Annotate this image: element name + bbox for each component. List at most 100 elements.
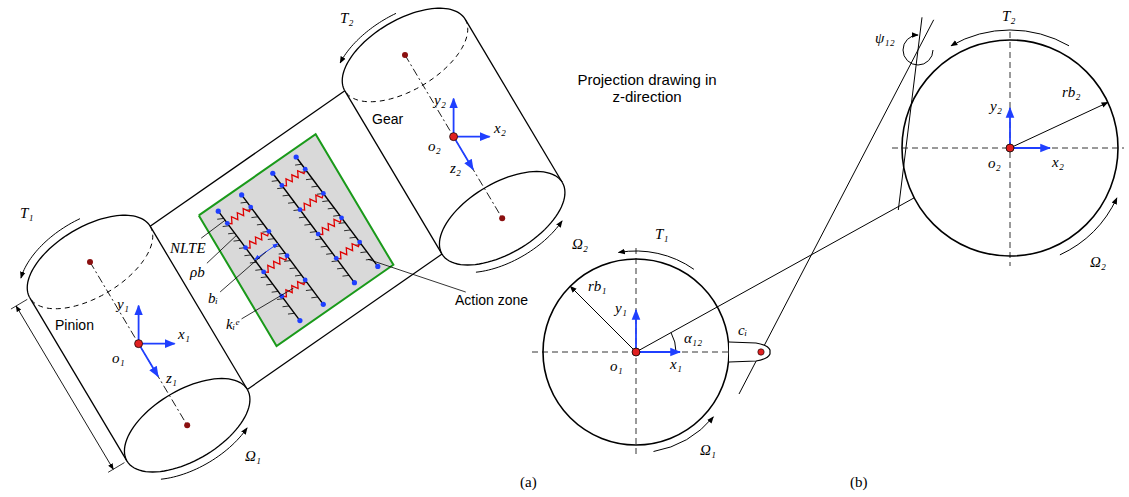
- hatch-mark: [217, 218, 224, 220]
- torque-symbol: T₂: [1002, 8, 1016, 25]
- leader-line: [207, 235, 237, 263]
- callout-label: NLTE: [170, 240, 206, 257]
- line-end-dot: [216, 209, 221, 214]
- radius-arrow: [1010, 102, 1108, 148]
- angle-symbol: α₁₂: [684, 330, 702, 347]
- radius-symbol: rb₁: [588, 278, 607, 295]
- callout-label: bᵢ: [208, 290, 218, 307]
- hatch-mark: [311, 186, 318, 188]
- axis-arrow: [636, 351, 680, 353]
- leader-line: [201, 220, 225, 238]
- hatch-mark: [279, 253, 286, 255]
- spring-end-dot: [357, 240, 362, 245]
- hatch-mark: [288, 313, 295, 315]
- hatch-mark: [228, 233, 235, 235]
- panel-label: (a): [520, 474, 537, 491]
- mesh-illustration: [11, 8, 565, 479]
- speed-symbol: Ω₁: [245, 448, 261, 465]
- axis-name: x₂: [1052, 154, 1064, 171]
- hatch-mark: [295, 164, 302, 166]
- hatch-mark: [272, 291, 279, 293]
- gear-back-edge: [342, 8, 465, 91]
- axis-name: z₂: [450, 160, 461, 177]
- spring-end-dot: [243, 245, 248, 250]
- callout-label: kᵢᵉ: [226, 316, 239, 333]
- part-name: Gear: [372, 112, 403, 127]
- pinion-axis: [90, 262, 187, 425]
- axis-arrow: [454, 136, 490, 138]
- spring-end-dot: [298, 207, 303, 212]
- axis-arrow: [139, 344, 158, 377]
- gear-axis-dot: [402, 52, 408, 58]
- gear-side: [345, 91, 442, 254]
- contact-point: [758, 349, 764, 355]
- axis-arrow: [138, 306, 140, 344]
- action-zone: [199, 134, 394, 346]
- base-circle: [543, 259, 729, 445]
- axis-arrow: [1009, 108, 1011, 148]
- contact-line: [273, 173, 355, 282]
- hatch-mark: [321, 246, 328, 248]
- leader-line: [220, 252, 266, 292]
- speed-symbol: Ω₁: [700, 442, 716, 459]
- leader-lines: [201, 220, 466, 319]
- spring-element: [264, 256, 287, 273]
- speed-arrow: [1060, 198, 1117, 255]
- spring-end-dot: [321, 191, 326, 196]
- radius-arrow: [570, 286, 636, 352]
- origin-dot: [1006, 144, 1014, 152]
- hatch-mark: [315, 238, 322, 240]
- center-direction-line: [636, 198, 914, 352]
- hatch-mark: [344, 229, 351, 231]
- hatch-mark: [337, 268, 344, 270]
- spring-end-dot: [334, 256, 339, 261]
- line-end-dot: [239, 192, 244, 197]
- radius-symbol: rb₂: [1062, 84, 1081, 101]
- gear-side: [465, 19, 562, 182]
- origin-name: o₂: [428, 138, 441, 155]
- contact-line: [296, 157, 378, 266]
- line-end-dot: [375, 264, 380, 269]
- hatch-mark: [251, 216, 258, 218]
- hatch-mark: [283, 195, 290, 197]
- hatch-mark: [290, 267, 297, 269]
- spring-element: [227, 207, 250, 224]
- hatch-mark: [310, 231, 317, 233]
- pinion-front-face: [124, 379, 250, 473]
- hatch-mark: [322, 200, 329, 202]
- spring-end-dot: [285, 253, 290, 258]
- axis-name: y₂: [990, 98, 1002, 115]
- hatch-mark: [255, 269, 262, 271]
- hatch-mark: [244, 254, 251, 256]
- line-of-action: [739, 20, 934, 394]
- angle-symbol: ψ₁₂: [875, 30, 895, 47]
- gear-axis: [405, 55, 502, 218]
- torque-arrow: [21, 219, 80, 278]
- spring-end-dot: [303, 278, 308, 283]
- speed-arrow: [161, 428, 247, 479]
- hatch-mark: [283, 305, 290, 307]
- origin-name: o₂: [988, 155, 1001, 172]
- torque-arrow: [619, 251, 694, 269]
- axis-name: z₁: [166, 370, 177, 387]
- torque-arrow: [951, 30, 1069, 46]
- axis-name: y₂: [434, 92, 446, 109]
- hatch-mark: [328, 208, 335, 210]
- hatch-mark: [257, 224, 264, 226]
- origin-dot: [135, 340, 143, 348]
- origin-dot: [632, 348, 640, 356]
- hatch-mark: [241, 202, 248, 204]
- spring-element: [245, 231, 268, 248]
- spring-end-dot: [303, 167, 308, 172]
- hatch-mark: [288, 202, 295, 204]
- axis-arrow: [635, 310, 637, 352]
- hatch-mark: [304, 224, 311, 226]
- leader-line: [368, 259, 466, 292]
- view-title: Projection drawing in z-direction: [572, 72, 722, 105]
- angle-arc: [671, 333, 676, 352]
- hatch-mark: [350, 237, 357, 239]
- pinion-hidden-edge: [30, 226, 153, 309]
- angle-arrow: [903, 35, 933, 65]
- spring-end-dot: [279, 183, 284, 188]
- axis-name: x₂: [494, 120, 506, 137]
